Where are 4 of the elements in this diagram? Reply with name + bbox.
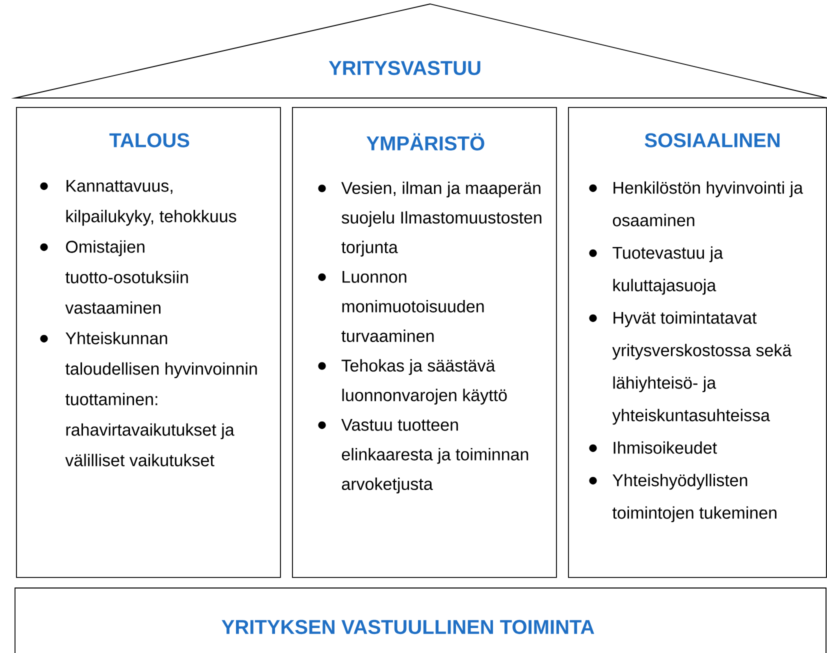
pillar-box: YMPÄRISTÖ Vesien, ilman ja maaperän suojelu Ilmastomuustosten torjunta Luonnon monimuotoisuuden turvaaminen Tehokas ja säästävä luonnonvarojen käyttö Vastuu tuotteen elinkaaresta ja toiminnan arvoketjusta	[292, 107, 557, 578]
pillar-box: TALOUS Kannattavuus, kilpailukyky, tehokkuus Omistajien tuotto-osotuksiin vastaaminen Yhteiskunnan taloudellisen hyvinvoinnin tuottaminen: rahavirtavaikutukset ja välilliset vaikutukset	[16, 107, 281, 578]
base-box: YRITYKSEN VASTUULLINEN TOIMINTA	[14, 588, 826, 653]
pillar-box: SOSIAALINEN Henkilöstön hyvinvointi ja osaaminen Tuotevastuu ja kuluttajasuoja Hyvät toimintatavat yritysverskostossa sekä lähiyhteisö- ja yhteiskuntasuhteissa Ihmisoikeudet Yhteishyödyllisten toimintojen tukeminen	[568, 107, 827, 578]
